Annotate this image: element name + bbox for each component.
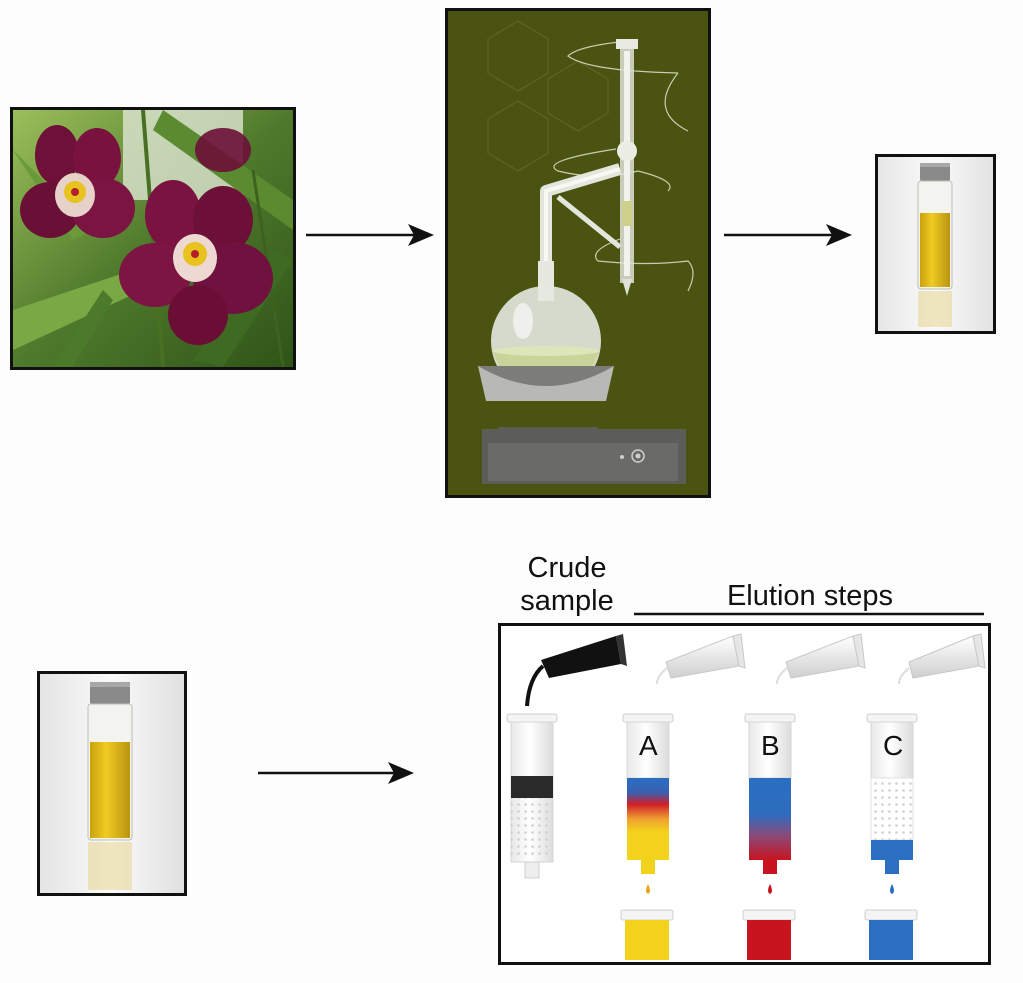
elution-steps-line: [634, 612, 984, 616]
sample-cartridge-icon: [506, 713, 558, 879]
collection-vial-icon: [869, 920, 913, 960]
distillation-apparatus-icon: [448, 11, 708, 495]
column-a-label: A: [639, 730, 658, 761]
oil-vial-panel: [875, 154, 996, 334]
crude-label-line2: sample: [520, 585, 614, 617]
oil-vial-panel: [37, 671, 187, 896]
collection-vial-icon: [747, 920, 791, 960]
elution-steps-label: Elution steps: [726, 580, 894, 612]
pipette-icon: [656, 633, 746, 685]
crude-label-line1: Crude: [527, 552, 607, 584]
orchid-photo-icon: [13, 110, 293, 367]
chromatography-columns: [506, 633, 986, 960]
arrow-right-icon: [724, 224, 852, 246]
arrow-right-icon: [258, 762, 414, 784]
pipette-icon: [776, 633, 866, 685]
oil-vial-icon: [878, 157, 993, 331]
column-b: [742, 713, 796, 960]
distillation-apparatus-panel: [445, 8, 711, 498]
pipette-icon: [525, 634, 627, 707]
column-a: [620, 713, 674, 960]
chromatography-panel: A B C: [498, 623, 991, 965]
crude-sample-label: Crude sample: [500, 552, 634, 618]
column-c-label: C: [883, 730, 904, 761]
arrow-right-icon: [306, 224, 434, 246]
pipette-icon: [898, 633, 986, 685]
column-c: [864, 713, 918, 960]
oil-vial-icon: [40, 674, 184, 893]
column-b-label: B: [761, 730, 780, 761]
collection-vial-icon: [625, 920, 669, 960]
orchid-photo-panel: [10, 107, 296, 370]
